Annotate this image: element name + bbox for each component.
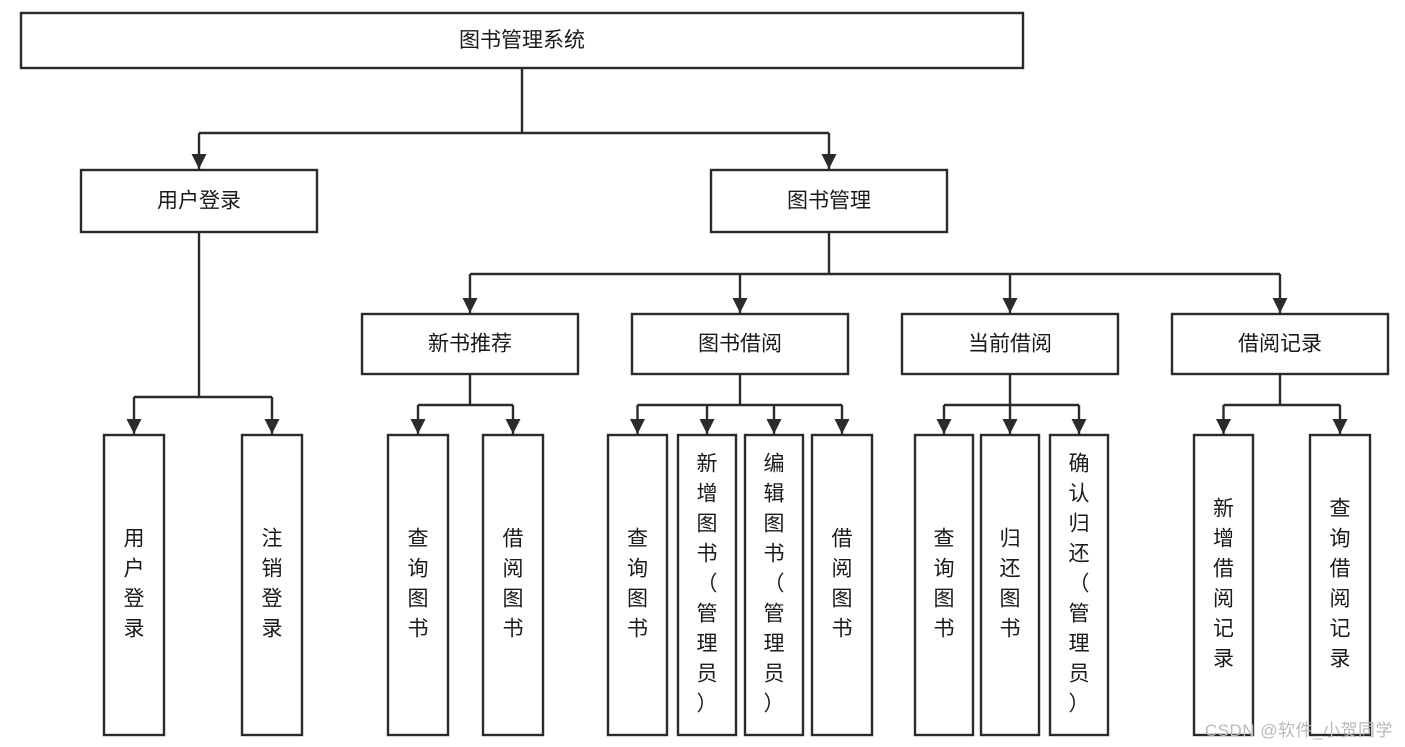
node-box[interactable] bbox=[900, 312, 1120, 376]
node-box[interactable] bbox=[630, 312, 850, 376]
arrow-head-icon bbox=[126, 419, 142, 434]
node-label: 查询图书 bbox=[934, 528, 955, 641]
arrow-head-icon bbox=[821, 154, 837, 169]
node-leaf-user-login[interactable]: 用户登录 bbox=[102, 433, 166, 737]
node-label: 图书管理 bbox=[787, 190, 871, 213]
node-box[interactable] bbox=[1308, 433, 1372, 737]
node-label: 借阅图书 bbox=[503, 528, 524, 641]
arrow-head-icon bbox=[1071, 419, 1087, 434]
node-box[interactable] bbox=[79, 168, 319, 234]
connector-group bbox=[462, 232, 1288, 313]
node-leaf-logout[interactable]: 注销登录 bbox=[240, 433, 304, 737]
arrow-head-icon bbox=[462, 298, 478, 313]
arrow-head-icon bbox=[410, 419, 426, 434]
arrow-head-icon bbox=[264, 419, 280, 434]
node-box[interactable] bbox=[1192, 433, 1255, 737]
connector-group bbox=[1216, 374, 1348, 434]
node-box[interactable] bbox=[481, 433, 545, 737]
node-box[interactable] bbox=[102, 433, 166, 737]
connector-group bbox=[630, 374, 850, 434]
node-leaf-borrow-book-2[interactable]: 借阅图书 bbox=[810, 433, 874, 737]
node-layer: 图书管理系统用户登录图书管理新书推荐图书借阅当前借阅借阅记录用户登录注销登录查询… bbox=[19, 11, 1390, 737]
node-label: 查询图书 bbox=[627, 528, 648, 641]
node-label: 新增借阅记录 bbox=[1213, 498, 1234, 671]
node-label: 借阅图书 bbox=[832, 528, 853, 641]
node-label: 图书借阅 bbox=[698, 333, 782, 356]
connector-group bbox=[126, 232, 280, 434]
arrow-head-icon bbox=[1216, 419, 1231, 434]
node-leaf-confirm-return[interactable]: 确认归还（管理员） bbox=[1048, 433, 1110, 737]
arrow-head-icon bbox=[191, 154, 207, 169]
node-box[interactable] bbox=[743, 433, 805, 737]
node-box[interactable] bbox=[606, 433, 669, 737]
node-book-borrow[interactable]: 图书借阅 bbox=[630, 312, 850, 376]
connector-layer bbox=[126, 68, 1348, 434]
node-label: 编辑图书（管理员） bbox=[764, 453, 785, 716]
node-borrow-record[interactable]: 借阅记录 bbox=[1170, 312, 1390, 376]
node-leaf-query-book-1[interactable]: 查询图书 bbox=[386, 433, 450, 737]
node-user-login[interactable]: 用户登录 bbox=[79, 168, 319, 234]
node-box[interactable] bbox=[913, 433, 975, 737]
node-label: 查询借阅记录 bbox=[1330, 498, 1351, 671]
node-new-book-recommend[interactable]: 新书推荐 bbox=[360, 312, 580, 376]
node-label: 用户登录 bbox=[124, 528, 145, 641]
arrow-head-icon bbox=[1002, 419, 1018, 434]
connector-group bbox=[191, 68, 837, 169]
node-box[interactable] bbox=[810, 433, 874, 737]
node-box[interactable] bbox=[386, 433, 450, 737]
node-leaf-edit-book[interactable]: 编辑图书（管理员） bbox=[743, 433, 805, 737]
node-box[interactable] bbox=[709, 168, 949, 234]
arrow-head-icon bbox=[732, 298, 748, 313]
node-label: 借阅记录 bbox=[1238, 333, 1322, 356]
arrow-head-icon bbox=[1272, 298, 1288, 313]
node-label: 新书推荐 bbox=[428, 333, 512, 356]
arrow-head-icon bbox=[699, 419, 715, 434]
node-label: 归还图书 bbox=[1000, 528, 1021, 641]
arrow-head-icon bbox=[834, 419, 850, 434]
node-box[interactable] bbox=[1048, 433, 1110, 737]
node-leaf-query-book-3[interactable]: 查询图书 bbox=[913, 433, 975, 737]
node-label: 确认归还（管理员） bbox=[1069, 453, 1090, 716]
arrow-head-icon bbox=[1002, 298, 1018, 313]
watermark-label: CSDN @软件_小贺同学 bbox=[1204, 721, 1393, 740]
node-leaf-query-record[interactable]: 查询借阅记录 bbox=[1308, 433, 1372, 737]
node-root-system[interactable]: 图书管理系统 bbox=[19, 11, 1025, 70]
node-book-manage[interactable]: 图书管理 bbox=[709, 168, 949, 234]
node-leaf-add-book[interactable]: 新增图书（管理员） bbox=[676, 433, 738, 737]
node-box[interactable] bbox=[676, 433, 738, 737]
arrow-head-icon bbox=[505, 419, 521, 434]
node-current-borrow[interactable]: 当前借阅 bbox=[900, 312, 1120, 376]
node-box[interactable] bbox=[360, 312, 580, 376]
node-label: 新增图书（管理员） bbox=[697, 453, 718, 716]
node-box[interactable] bbox=[19, 11, 1025, 70]
node-box[interactable] bbox=[1170, 312, 1390, 376]
node-leaf-query-book-2[interactable]: 查询图书 bbox=[606, 433, 669, 737]
node-label: 图书管理系统 bbox=[459, 29, 585, 52]
arrow-head-icon bbox=[630, 419, 645, 434]
arrow-head-icon bbox=[766, 419, 782, 434]
node-leaf-return-book[interactable]: 归还图书 bbox=[979, 433, 1041, 737]
connector-group bbox=[936, 374, 1087, 434]
arrow-head-icon bbox=[1332, 419, 1348, 434]
node-label: 注销登录 bbox=[262, 528, 283, 641]
node-label: 当前借阅 bbox=[968, 333, 1052, 356]
node-box[interactable] bbox=[979, 433, 1041, 737]
arrow-head-icon bbox=[936, 419, 952, 434]
connector-group bbox=[410, 374, 521, 434]
node-label: 查询图书 bbox=[408, 528, 429, 641]
node-leaf-borrow-book-1[interactable]: 借阅图书 bbox=[481, 433, 545, 737]
node-leaf-add-record[interactable]: 新增借阅记录 bbox=[1192, 433, 1255, 737]
node-label: 用户登录 bbox=[157, 190, 241, 213]
node-box[interactable] bbox=[240, 433, 304, 737]
